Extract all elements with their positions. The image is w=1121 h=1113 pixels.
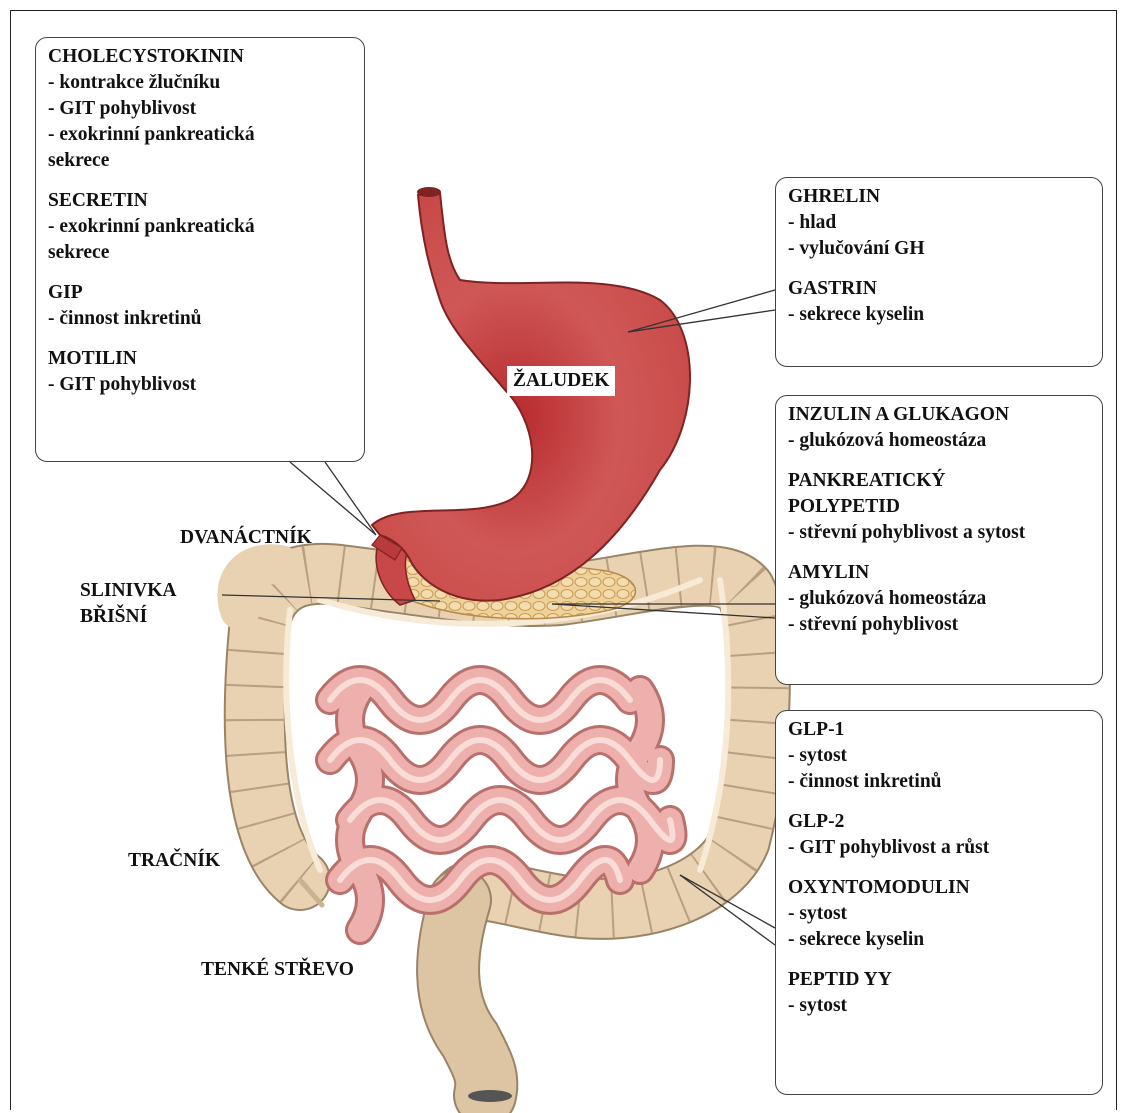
hormone-effect: - GIT pohyblivost — [48, 96, 352, 122]
hormone-entry: PEPTID YY- sytost — [788, 967, 1090, 1019]
hormone-name: PANKREATICKÝ POLYPETID — [788, 468, 1090, 520]
hormone-name: OXYNTOMODULIN — [788, 875, 1090, 901]
hormone-entry: PANKREATICKÝ POLYPETID- střevní pohybliv… — [788, 468, 1090, 546]
hormone-effect: - hlad — [788, 210, 1090, 236]
hormone-effect: - exokrinní pankreatická — [48, 214, 352, 240]
hormone-name: GLP-1 — [788, 717, 1090, 743]
hormone-entry: MOTILIN- GIT pohyblivost — [48, 346, 352, 398]
hormone-name: SECRETIN — [48, 188, 352, 214]
hormone-effect: - kontrakce žlučníku — [48, 70, 352, 96]
stomach-label: ŽALUDEK — [507, 366, 615, 396]
hormone-name: MOTILIN — [48, 346, 352, 372]
pancreas-label-line1: SLINIVKA — [80, 578, 176, 604]
hormone-effect: - sekrece kyselin — [788, 927, 1090, 953]
hormone-effect: - GIT pohyblivost a růst — [788, 835, 1090, 861]
hormone-name: GLP-2 — [788, 809, 1090, 835]
stomach-hormones-box: GHRELIN- hlad- vylučování GH GASTRIN- sek… — [775, 177, 1103, 367]
hormone-effect: - střevní pohyblivost — [788, 612, 1090, 638]
hormone-effect: - činnost inkretinů — [48, 306, 352, 332]
hormone-entry: GHRELIN- hlad- vylučování GH — [788, 184, 1090, 262]
duodenum-hormones-box: CHOLECYSTOKININ- kontrakce žlučníku- GIT… — [35, 37, 365, 462]
hormone-name: CHOLECYSTOKININ — [48, 44, 352, 70]
small-intestine-label: TENKÉ STŘEVO — [201, 957, 354, 983]
pancreas-hormones-box: INZULIN A GLUKAGON- glukózová homeostáza… — [775, 395, 1103, 685]
hormone-name: GHRELIN — [788, 184, 1090, 210]
hormone-entry: INZULIN A GLUKAGON- glukózová homeostáza — [788, 402, 1090, 454]
hormone-effect: - sytost — [788, 901, 1090, 927]
hormone-name: GASTRIN — [788, 276, 1090, 302]
hormone-name: AMYLIN — [788, 560, 1090, 586]
hormone-effect: - vylučování GH — [788, 236, 1090, 262]
hormone-effect: - střevní pohyblivost a sytost — [788, 520, 1090, 546]
hormone-entry: GIP- činnost inkretinů — [48, 280, 352, 332]
rectum — [448, 900, 512, 1102]
hormone-name: PEPTID YY — [788, 967, 1090, 993]
hormone-entry: AMYLIN- glukózová homeostáza- střevní po… — [788, 560, 1090, 638]
hormone-effect: sekrece — [48, 240, 352, 266]
hormone-entry: GASTRIN- sekrece kyselin — [788, 276, 1090, 328]
hormone-entry: OXYNTOMODULIN- sytost- sekrece kyselin — [788, 875, 1090, 953]
hormone-effect: - sytost — [788, 743, 1090, 769]
hormone-name: GIP — [48, 280, 352, 306]
pancreas-label-line2: BŘIŠNÍ — [80, 604, 147, 630]
colon-label: TRAČNÍK — [128, 848, 220, 874]
hormone-effect: - glukózová homeostáza — [788, 428, 1090, 454]
hormone-effect: - sytost — [788, 993, 1090, 1019]
hormone-entry: GLP-2- GIT pohyblivost a růst — [788, 809, 1090, 861]
hormone-effect: - GIT pohyblivost — [48, 372, 352, 398]
hormone-entry: CHOLECYSTOKININ- kontrakce žlučníku- GIT… — [48, 44, 352, 174]
hormone-entry: GLP-1- sytost- činnost inkretinů — [788, 717, 1090, 795]
hormone-effect: - exokrinní pankreatická — [48, 122, 352, 148]
hormone-effect: sekrece — [48, 148, 352, 174]
hormone-effect: - činnost inkretinů — [788, 769, 1090, 795]
hormone-effect: - sekrece kyselin — [788, 302, 1090, 328]
duodenum-label: DVANÁCTNÍK — [180, 525, 312, 551]
hormone-effect: - glukózová homeostáza — [788, 586, 1090, 612]
hormone-name: INZULIN A GLUKAGON — [788, 402, 1090, 428]
